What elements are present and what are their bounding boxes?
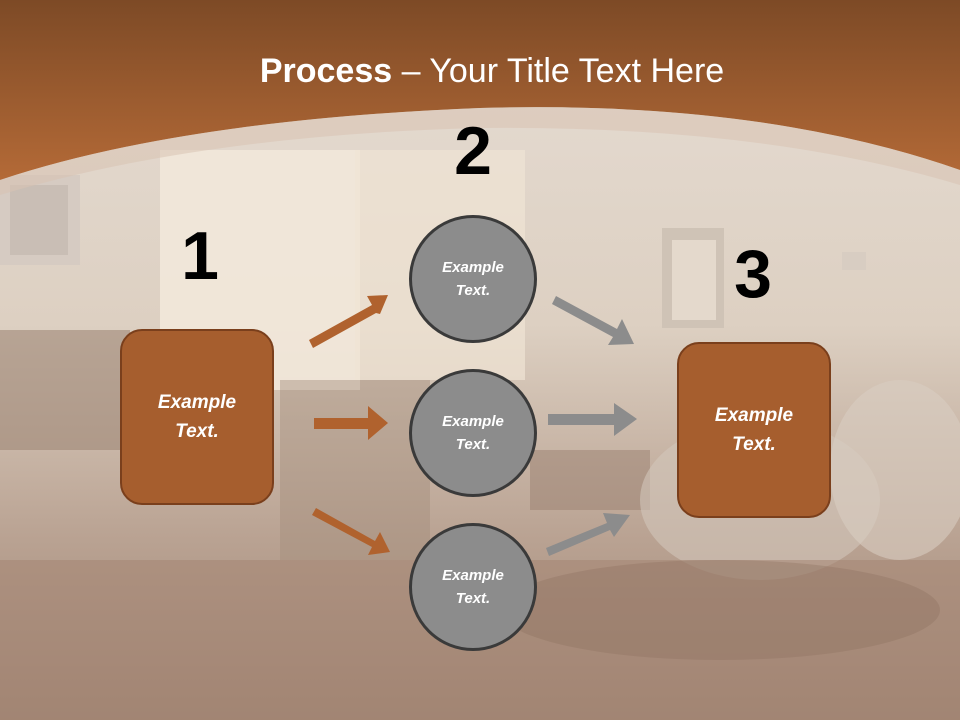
- arrow-from-circle-top: [552, 296, 634, 345]
- circle-top-label: Example Text.: [442, 259, 504, 299]
- arrow-from-circle-middle: [548, 403, 637, 436]
- arrow-from-circle-bottom: [546, 513, 630, 556]
- right-box-label: Example Text.: [714, 405, 794, 455]
- title-rest: – Your Title Text Here: [392, 52, 725, 90]
- step-number-2: 2: [454, 113, 492, 189]
- title-bold: Process: [259, 52, 393, 90]
- circle-bottom-label: Example Text.: [442, 567, 504, 607]
- arrow-to-circle-middle: [314, 406, 388, 440]
- left-step-box: Example Text.: [120, 329, 274, 505]
- slide-title: Process – Your Title Text Here: [0, 52, 960, 91]
- circle-bottom: Example Text.: [409, 523, 537, 651]
- circle-top: Example Text.: [409, 215, 537, 343]
- arrow-to-circle-bottom: [312, 508, 390, 555]
- left-box-label: Example Text.: [157, 392, 237, 442]
- circle-middle: Example Text.: [409, 369, 537, 497]
- circle-middle-label: Example Text.: [442, 413, 504, 453]
- step-number-1: 1: [181, 218, 219, 294]
- header-band: [0, 0, 960, 195]
- arrow-to-circle-top: [309, 295, 388, 348]
- step-number-3: 3: [734, 236, 772, 312]
- right-step-box: Example Text.: [677, 342, 831, 518]
